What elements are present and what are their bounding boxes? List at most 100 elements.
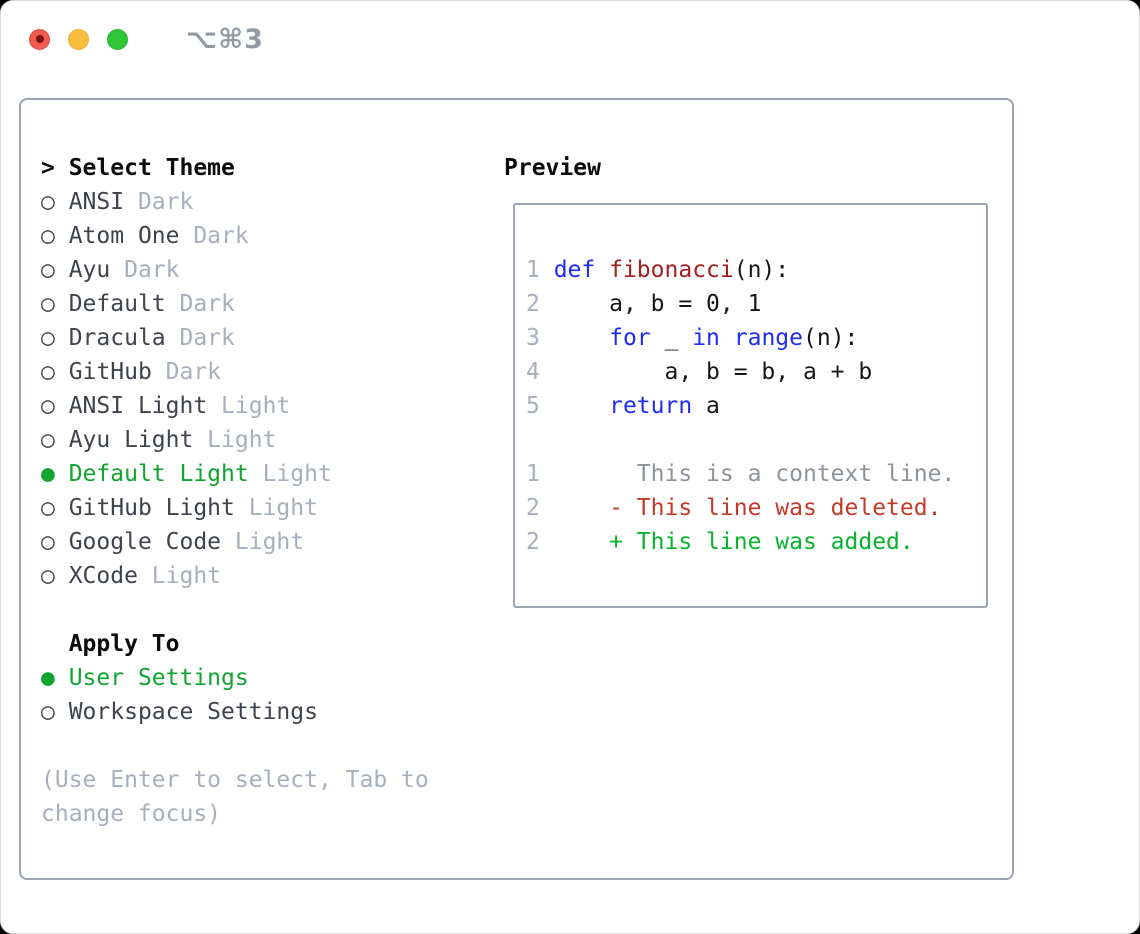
code-token-num: 2 <box>526 495 540 521</box>
theme-name: ANSI <box>68 189 125 215</box>
code-token-del: - This line was deleted. <box>609 495 942 521</box>
theme-variant-tag: Dark <box>151 359 222 385</box>
theme-name: Default <box>68 291 166 317</box>
code-line: 2 - This line was deleted. <box>526 491 955 525</box>
theme-item[interactable]: ○ Atom One Dark <box>41 219 429 253</box>
code-token-txt <box>720 325 734 351</box>
code-token-num: 1 <box>526 257 554 283</box>
code-token-kw: in <box>692 325 720 351</box>
code-token-ctx: This is a context line. <box>539 461 956 487</box>
radio-selected-icon: ● <box>41 461 69 487</box>
theme-name: XCode <box>68 563 138 589</box>
radio-icon: ○ <box>41 563 69 589</box>
theme-variant-tag: Dark <box>165 291 235 317</box>
code-token-txt: (n): <box>733 257 790 283</box>
radio-icon: ○ <box>41 223 69 249</box>
theme-variant-tag: Light <box>221 529 305 555</box>
code-token-num: 3 <box>526 325 540 351</box>
theme-item[interactable]: ○ Ayu Light Light <box>41 423 429 457</box>
theme-name: Google Code <box>68 529 222 555</box>
apply-to-option[interactable]: ○ Workspace Settings <box>41 695 429 729</box>
radio-icon: ○ <box>41 699 69 725</box>
theme-item[interactable]: ○ Default Dark <box>41 287 429 321</box>
theme-item[interactable]: ○ Dracula Dark <box>41 321 429 355</box>
theme-item[interactable]: ○ ANSI Dark <box>41 185 429 219</box>
apply-to-option[interactable]: ● User Settings <box>41 661 429 695</box>
radio-icon: ○ <box>41 189 69 215</box>
code-token-kw: def <box>553 257 596 283</box>
theme-variant-tag: Dark <box>124 189 194 215</box>
code-line: 5 return a <box>526 389 955 423</box>
code-token-txt <box>540 325 609 351</box>
code-token-txt: _ <box>650 325 693 351</box>
theme-name: GitHub Light <box>68 495 235 521</box>
code-token-num: 2 <box>526 529 540 555</box>
radio-icon: ○ <box>41 427 69 453</box>
radio-icon: ○ <box>41 257 69 283</box>
close-button[interactable] <box>29 28 50 50</box>
code-token-num: 5 <box>526 393 540 419</box>
radio-icon: ○ <box>41 325 69 351</box>
radio-selected-icon: ● <box>41 665 69 691</box>
theme-item[interactable]: ○ GitHub Dark <box>41 355 429 389</box>
code-token-add: + This line was added. <box>609 529 914 555</box>
spacer <box>41 593 429 627</box>
code-line: 1 This is a context line. <box>526 457 955 491</box>
code-line: 2 a, b = 0, 1 <box>526 287 955 321</box>
code-token-kw: return <box>609 393 693 419</box>
code-token-txt <box>595 257 609 283</box>
theme-name: ANSI Light <box>68 393 208 419</box>
help-text-line: (Use Enter to select, Tab to <box>41 767 429 793</box>
code-line: 4 a, b = b, a + b <box>526 355 955 389</box>
help-text-line: change focus) <box>41 801 222 827</box>
code-token-txt <box>540 495 609 521</box>
spacer <box>41 729 429 763</box>
theme-item[interactable]: ○ GitHub Light Light <box>41 491 429 525</box>
radio-icon: ○ <box>41 393 69 419</box>
radio-icon: ○ <box>41 529 69 555</box>
theme-name: Dracula <box>68 325 166 351</box>
code-token-txt: (n): <box>803 325 859 351</box>
code-line: 3 for _ in range(n): <box>526 321 955 355</box>
window-title: ⌥⌘3 <box>186 23 264 55</box>
help-text: change focus) <box>41 797 429 831</box>
code-line <box>526 423 955 457</box>
theme-variant-tag: Dark <box>165 325 235 351</box>
theme-item[interactable]: ○ Ayu Dark <box>41 253 429 287</box>
theme-item[interactable]: ○ XCode Light <box>41 559 429 593</box>
help-text: (Use Enter to select, Tab to <box>41 763 429 797</box>
code-token-txt <box>540 529 609 555</box>
theme-name: GitHub <box>68 359 152 385</box>
theme-list-header: > Select Theme <box>41 151 429 185</box>
theme-item[interactable]: ○ Google Code Light <box>41 525 429 559</box>
apply-to-title: Apply To <box>41 631 180 657</box>
radio-icon: ○ <box>41 359 69 385</box>
theme-name: Ayu <box>68 257 111 283</box>
minimize-button[interactable] <box>68 28 89 50</box>
radio-icon: ○ <box>41 291 69 317</box>
code-token-fn: fibonacci <box>609 257 734 283</box>
maximize-button[interactable] <box>107 28 128 50</box>
theme-variant-tag: Light <box>207 393 291 419</box>
titlebar: ⌥⌘3 <box>1 1 1139 77</box>
theme-variant-tag: Light <box>234 495 318 521</box>
theme-name: Ayu Light <box>68 427 194 453</box>
main-panel: > Select Theme○ ANSI Dark○ Atom One Dark… <box>19 98 1014 880</box>
theme-item[interactable]: ● Default Light Light <box>41 457 429 491</box>
cursor-icon: > <box>41 155 69 181</box>
theme-variant-tag: Light <box>193 427 277 453</box>
code-token-num: 4 <box>526 359 540 385</box>
theme-item[interactable]: ○ ANSI Light Light <box>41 389 429 423</box>
code-token-txt: a, b = b, a + b <box>539 359 873 385</box>
code-token-num: 2 <box>526 291 540 317</box>
code-token-kw: range <box>733 325 804 351</box>
theme-name: Atom One <box>68 223 180 249</box>
code-token-kw: for <box>609 325 651 351</box>
theme-variant-tag: Dark <box>110 257 180 283</box>
apply-to-label: Workspace Settings <box>68 699 318 725</box>
apply-to-label: User Settings <box>68 665 249 691</box>
apply-to-header: Apply To <box>41 627 429 661</box>
theme-selector: > Select Theme○ ANSI Dark○ Atom One Dark… <box>41 151 429 831</box>
